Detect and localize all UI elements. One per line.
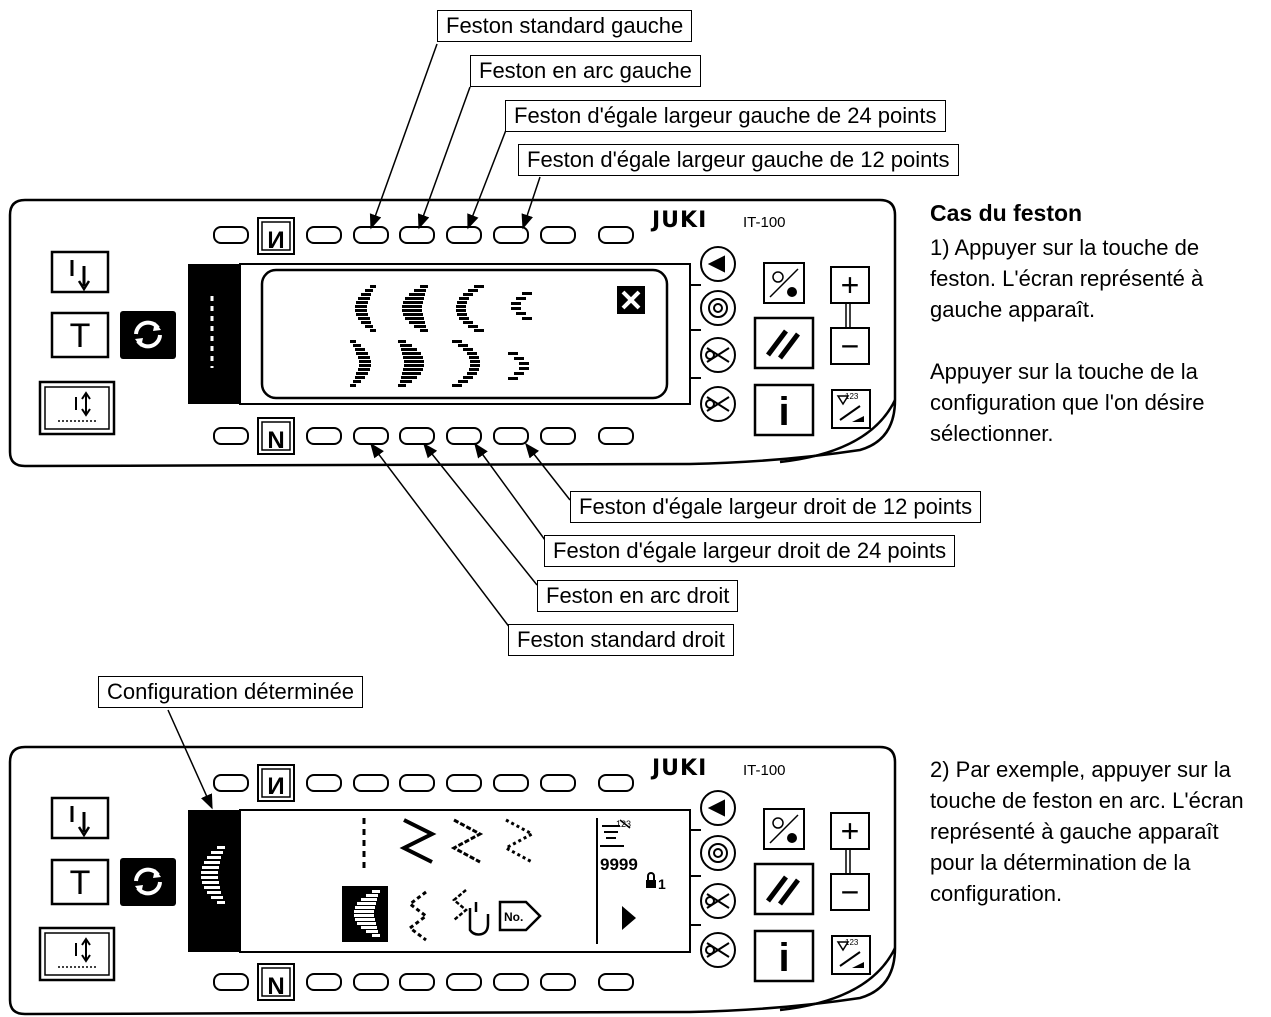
selected-arc-scallop-icon	[201, 846, 225, 904]
zigzag-icon[interactable]	[399, 818, 437, 864]
step-1-text: 1) Appuyer sur la touche de feston. L'éc…	[930, 235, 1204, 322]
zigzag-dotted-icon[interactable]	[502, 818, 536, 864]
light-key[interactable]	[763, 262, 805, 304]
counter-corner-value: 123	[616, 819, 631, 829]
needle-up-down-button-2[interactable]	[50, 796, 110, 840]
top-mode-key-2[interactable]	[257, 764, 295, 802]
callout-equal12-left: Feston d'égale largeur gauche de 12 poin…	[518, 144, 959, 176]
t-button-label: T	[70, 317, 91, 355]
top-mode-key-label-2: И	[267, 773, 284, 800]
callout-config-determined: Configuration déterminée	[98, 676, 364, 708]
program-number-icon[interactable]	[498, 900, 542, 932]
t-button[interactable]	[50, 311, 110, 359]
info-key[interactable]	[753, 383, 815, 437]
callout-standard-right: Feston standard droit	[508, 624, 734, 656]
stitch-counter-value: 9999	[600, 855, 638, 874]
callout-arc-left: Feston en arc gauche	[470, 55, 701, 87]
reset-key-2[interactable]	[753, 862, 815, 916]
top-mode-key[interactable]	[257, 217, 295, 255]
section-title: Cas du feston	[930, 200, 1083, 226]
callout-equal24-right: Feston d'égale largeur droit de 24 point…	[544, 535, 956, 567]
instruction-text: Appuyer sur la touche de la configuratio…	[930, 359, 1205, 446]
model-label: IT-100	[743, 214, 786, 231]
model-label-2: IT-100	[743, 762, 786, 779]
bottom-mode-key[interactable]	[257, 417, 295, 455]
top-mode-key-label: И	[267, 227, 284, 254]
counter-icon	[600, 819, 631, 847]
current-pattern-pane	[188, 264, 240, 404]
lock-level-value: 1	[658, 876, 666, 892]
bottom-mode-key-label-2: N	[267, 973, 284, 1000]
counter-key-corner: 123	[845, 392, 859, 401]
manual-stitch-icon[interactable]	[452, 889, 490, 936]
program-number-label: No.	[504, 910, 523, 924]
callout-standard-left: Feston standard gauche	[437, 10, 693, 42]
minus-key-2[interactable]	[830, 873, 870, 911]
scallop-key-selected[interactable]	[342, 886, 388, 942]
needle-up-down-button[interactable]	[50, 250, 110, 294]
callout-equal24-left: Feston d'égale largeur gauche de 24 poin…	[505, 100, 946, 132]
minus-key-label-2: −	[841, 874, 860, 910]
operation-panel-2	[8, 745, 897, 1016]
info-key-label-2: i	[778, 936, 789, 980]
counter-key-2[interactable]	[831, 935, 871, 975]
presser-foot-button[interactable]	[38, 380, 116, 436]
plus-key-2[interactable]	[830, 812, 870, 850]
reset-key[interactable]	[753, 316, 815, 370]
step-2-text: 2) Par exemple, appuyer sur la touche de…	[930, 757, 1244, 906]
reverse-stitch-button-2[interactable]	[120, 858, 176, 906]
scallop-patterns-left[interactable]	[355, 285, 532, 332]
leader-line-config	[167, 709, 213, 810]
info-key-2[interactable]	[753, 929, 815, 983]
info-key-label: i	[778, 390, 789, 434]
operation-panel-1	[8, 198, 897, 468]
bottom-mode-key-2[interactable]	[257, 963, 295, 1001]
lcd-screen-2	[239, 809, 691, 953]
blind-stitch-icon[interactable]	[407, 890, 429, 942]
callout-equal12-right: Feston d'égale largeur droit de 12 point…	[570, 491, 982, 523]
plus-key[interactable]	[830, 266, 870, 304]
juki-logo: JUKI	[652, 208, 708, 233]
plus-key-label: +	[841, 267, 860, 303]
reverse-stitch-button[interactable]	[120, 311, 176, 359]
minus-key[interactable]	[830, 327, 870, 365]
juki-logo-2: JUKI	[652, 756, 708, 781]
scallop-patterns-right[interactable]	[350, 340, 529, 387]
bottom-mode-key-label: N	[267, 427, 284, 454]
counter-key-corner-2: 123	[845, 938, 859, 947]
presser-foot-button-2[interactable]	[38, 926, 116, 982]
t-button-label-2: T	[70, 864, 91, 902]
zigzag-3step-icon[interactable]	[450, 818, 484, 864]
plus-key-label-2: +	[841, 813, 860, 849]
t-button-2[interactable]	[50, 858, 110, 906]
minus-key-label: −	[841, 328, 860, 364]
callout-arc-right: Feston en arc droit	[537, 580, 739, 612]
next-arrow-icon[interactable]	[622, 906, 636, 930]
light-key-2[interactable]	[763, 808, 805, 850]
counter-key[interactable]	[831, 389, 871, 429]
lock-icon	[646, 872, 656, 888]
leader-lines-top	[369, 43, 541, 230]
close-icon[interactable]	[617, 286, 645, 314]
leader-lines-bottom	[370, 442, 571, 629]
